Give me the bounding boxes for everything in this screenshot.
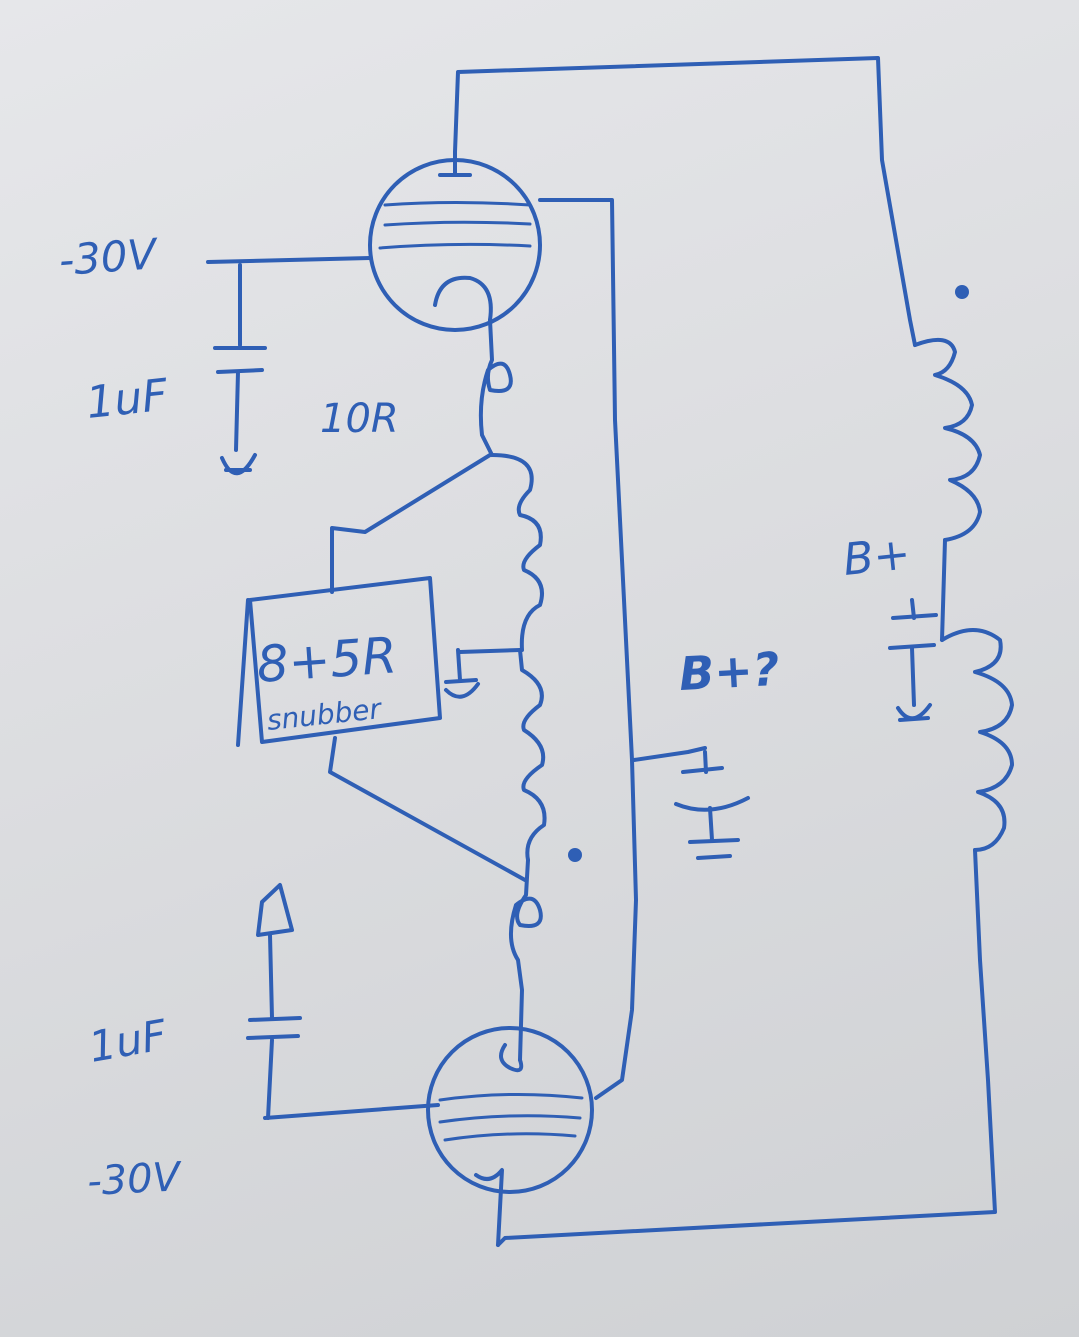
top-cap-plate-2	[216, 368, 264, 374]
top-tube-grid-2	[383, 220, 532, 227]
top-resistor-bead	[478, 318, 513, 457]
snubber-bottom-wire	[328, 736, 527, 882]
top-screen-wire	[538, 198, 638, 1100]
bottom-tube-envelope	[426, 1026, 594, 1194]
top-tube-grid-3	[378, 242, 532, 250]
bottom-tube	[426, 1026, 594, 1247]
top-cap-ground	[220, 453, 257, 476]
right-upper-winding	[913, 337, 982, 542]
snubber-box-left-edge	[236, 598, 250, 747]
cap-bottom-label: 1uF	[85, 1010, 171, 1072]
bottom-tube-cathode	[474, 1168, 504, 1247]
right-winding-phase-dot	[955, 285, 969, 299]
bottom-tube-grid-3	[443, 1132, 577, 1142]
bottom-tube-grid-2	[438, 1114, 582, 1124]
right-lower-winding	[940, 628, 1014, 852]
right-cap-ground	[896, 703, 932, 722]
snubber-name-label: snubber	[265, 692, 384, 737]
mid-cap-plate-1	[681, 766, 724, 774]
bottom-grid-wire	[263, 1103, 440, 1120]
top-tube	[368, 150, 542, 332]
snubber-top-wire	[330, 453, 492, 594]
top-grid-wire	[206, 256, 372, 264]
lower-winding-phase-dot	[568, 848, 582, 862]
neg-voltage-top-label: -30V	[57, 229, 161, 285]
bottom-resistor-bead	[509, 858, 543, 1062]
right-cap-lead	[910, 598, 916, 707]
top-tube-cathode	[433, 275, 493, 322]
bplus-right-label: B+	[841, 528, 913, 586]
resistor-top-label: 10R	[320, 396, 399, 442]
snubber-value-label: 8+5R	[255, 626, 399, 694]
top-cap-lead-2	[234, 370, 240, 452]
snubber-box	[248, 576, 442, 744]
bplus-mid-label: B+?	[678, 642, 781, 701]
mid-cap-lead	[703, 750, 714, 842]
snubber-ground-symbol	[444, 648, 480, 699]
bottom-return-wire	[496, 848, 997, 1247]
bottom-cap-lead-2	[268, 933, 274, 1020]
bottom-input-arrow	[256, 883, 294, 937]
bottom-tube-grid-1	[438, 1092, 584, 1102]
mid-cap-wire	[632, 746, 707, 762]
bottom-tube-anode	[499, 1043, 524, 1073]
bottom-cap-lead	[266, 1038, 274, 1120]
right-winding-center-tap	[940, 538, 947, 642]
mid-cap-ground	[688, 838, 740, 860]
bottom-cap-plate-1	[246, 1034, 300, 1040]
upper-winding	[490, 453, 544, 652]
top-plate-wire	[453, 56, 917, 347]
cap-top-label: 1uF	[84, 370, 171, 429]
top-tube-grid-1	[383, 201, 532, 207]
upper-winding-tap	[458, 648, 522, 654]
snubber-network: 8+5R snubber	[236, 453, 527, 882]
bottom-cap-plate-2	[248, 1016, 302, 1022]
neg-voltage-bottom-label: -30V	[86, 1154, 184, 1205]
lower-winding	[518, 648, 547, 862]
